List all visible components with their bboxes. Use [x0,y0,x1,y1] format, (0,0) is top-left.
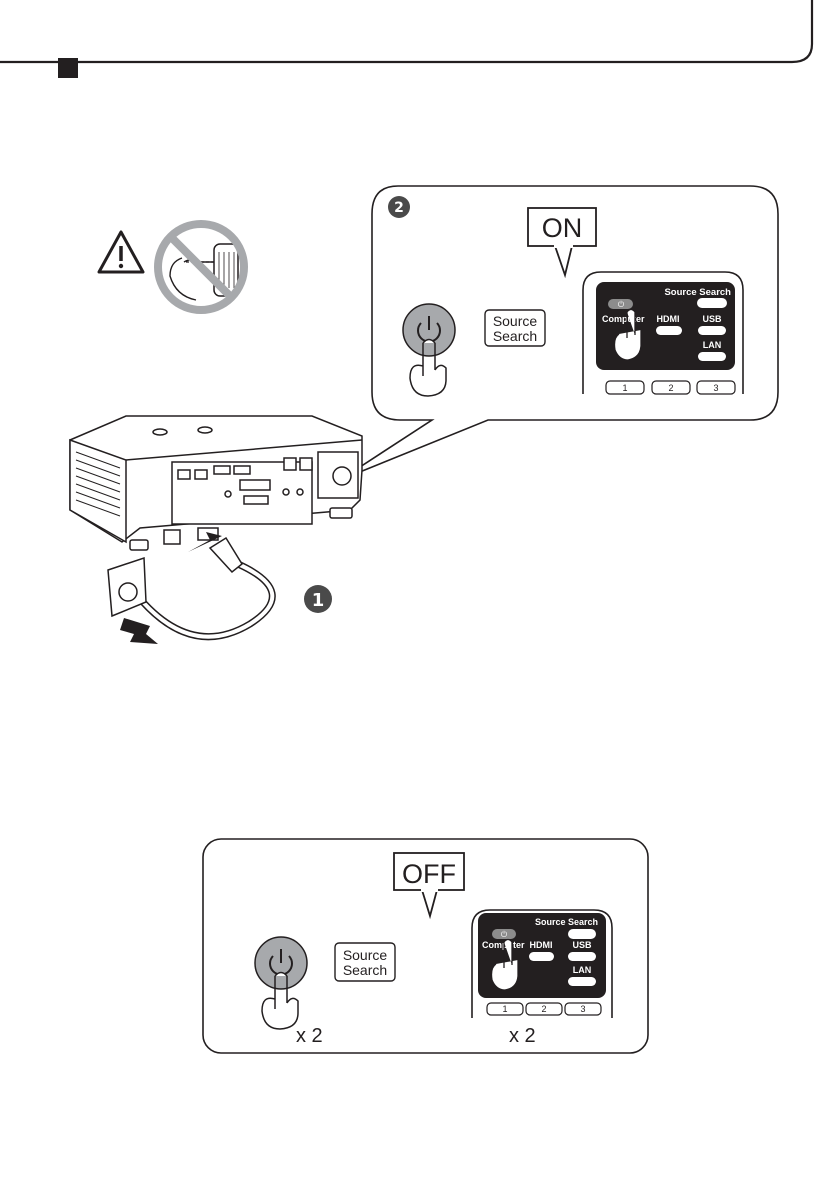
source-search-key-line1: Source [493,313,538,329]
remote-usb-key[interactable] [698,326,726,335]
page-border-rule [0,0,812,62]
remote-lan-label: LAN [703,340,722,350]
remote-off-hdmi-key[interactable] [529,952,554,961]
wall-plug [119,583,137,601]
remote-off-hdmi-label: HDMI [530,940,553,950]
remote-off-lan-key[interactable] [568,977,596,986]
remote-off-lan-label: LAN [573,965,592,975]
step-2-number: 2 [394,200,404,216]
remote-key-2-label: 2 [668,383,673,393]
remote-power-icon: ⏻ [618,300,625,309]
on-label: ON [542,213,583,243]
remote-off-usb-label: USB [572,940,592,950]
off-label: OFF [402,859,456,889]
press-count-remote: x 2 [509,1025,536,1047]
remote-hdmi-label: HDMI [657,314,680,324]
remote-off-power-icon: ⏻ [501,930,508,939]
remote-key-3-label: 3 [713,383,718,393]
remote-off-key-2-label: 2 [541,1004,546,1014]
remote-source-search-label: Source Search [664,287,731,298]
source-search-key-line2: Search [493,328,537,344]
remote-source-search-key[interactable] [697,298,727,308]
insert-arrow [120,618,158,644]
section-marker-square [58,58,78,78]
remote-off-key-1-label: 1 [502,1004,507,1014]
remote-off-usb-key[interactable] [568,952,596,961]
remote-lan-key[interactable] [698,352,726,361]
remote-usb-label: USB [702,314,722,324]
step-1-number: 1 [312,590,325,611]
remote-off-source-search-label: Source Search [535,917,598,927]
remote-off-key-3-label: 3 [580,1004,585,1014]
remote-off-source-search-key[interactable] [568,929,596,939]
press-count-panel: x 2 [296,1025,323,1047]
projector-illustration [70,416,362,550]
source-search-key-off-line2: Search [343,962,387,978]
remote-hdmi-key[interactable] [656,326,682,335]
source-search-key-off-line1: Source [343,947,388,963]
warning-triangle-icon [99,232,143,272]
power-off-panel: OFF x 2 Source Search Source Search ⏻ Co… [203,839,648,1053]
power-on-panel: 2 ON Source Search Source Search ⏻ Compu… [340,186,778,480]
remote-key-1-label: 1 [622,383,627,393]
no-looking-into-lens-icon [155,221,247,313]
remote-computer-label: Computer [602,314,645,324]
